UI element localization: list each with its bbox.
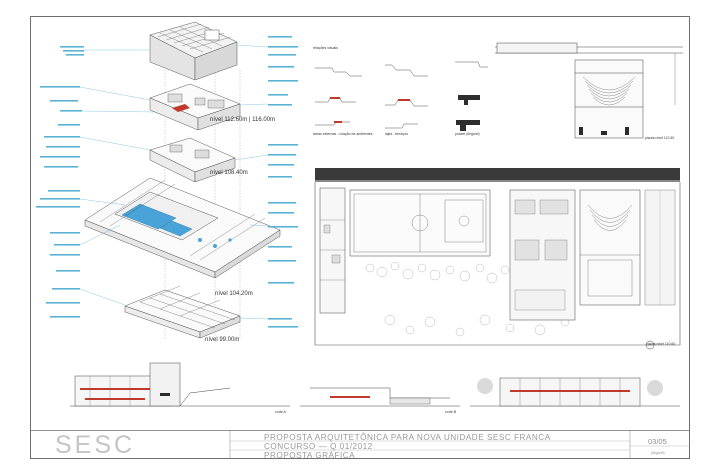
site-plan-panel: planta nível 110.60 <box>310 160 685 355</box>
page-number: 03/05 <box>648 437 667 446</box>
axonometric-panel: nível 112.60m | 116.00m nível 108.40m ní… <box>0 0 300 360</box>
right-leader-lines <box>234 44 269 320</box>
upper-plan-label: planta nível 112.60 <box>645 136 675 140</box>
cut-b-label: corte B <box>445 410 457 414</box>
title-block-frame <box>30 430 690 459</box>
left-annotations <box>36 46 84 318</box>
cut-a-label: corte A <box>275 410 286 414</box>
section-cuts-panel: corte A corte B <box>30 358 690 428</box>
site-plan-label: planta nível 110.60 <box>646 342 676 346</box>
section-title-3: lajes - terraços <box>385 132 408 136</box>
level-label-99: nível 99.00m <box>205 337 240 343</box>
graphic-proposal: PROPOSTA GRÁFICA <box>264 451 356 460</box>
section-title-4: pocket (ilegível) <box>455 132 480 136</box>
title-block <box>30 430 690 459</box>
top-block <box>149 21 238 81</box>
level-label-108: nível 108.40m <box>210 170 248 176</box>
upper-plan-drawing <box>495 42 683 139</box>
section-diagrams: relações visuais áreas externas - criaçã… <box>310 40 490 150</box>
axonometric-drawing <box>36 21 298 340</box>
level-112-block <box>149 83 241 131</box>
team-credits: (ilegível) <box>651 451 665 455</box>
left-leader-lines <box>79 49 156 306</box>
section-sketches <box>315 61 488 131</box>
section-title-2: áreas externas - criação de ambientes <box>313 132 373 136</box>
upper-plan-panel: planta nível 112.60 <box>495 35 685 150</box>
section-cuts-drawing <box>70 362 680 407</box>
project-title: PROPOSTA ARQUITETÔNICA PARA NOVA UNIDADE… <box>264 433 551 442</box>
level-label-104: nível 104.20m <box>215 291 253 297</box>
sesc-logo: SESC <box>55 431 136 459</box>
sheet-border <box>30 16 690 459</box>
section-title-1: relações visuais <box>313 46 338 50</box>
competition-code: CONCURSO — Q 01/2012 <box>264 442 373 451</box>
level-99-block <box>124 285 241 339</box>
level-108-block <box>149 137 236 183</box>
site-plan-drawing <box>314 168 681 350</box>
level-104-plate <box>84 177 281 279</box>
level-label-112: nível 112.60m | 116.00m <box>210 117 276 123</box>
right-annotations <box>268 36 298 328</box>
